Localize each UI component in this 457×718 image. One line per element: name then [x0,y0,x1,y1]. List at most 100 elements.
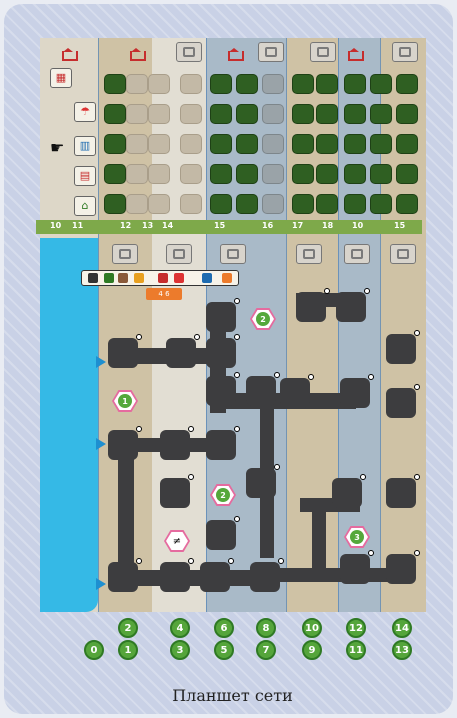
building-slot[interactable] [292,74,314,94]
road-tile[interactable] [386,554,416,584]
building-slot[interactable] [396,194,418,214]
road-tile[interactable] [200,562,230,592]
connector-dot [414,384,420,390]
building-slot[interactable] [104,164,126,184]
road-tile[interactable] [250,562,280,592]
sea-area [40,238,98,612]
building-slot[interactable] [370,74,392,94]
building-slot[interactable] [396,74,418,94]
building-slot[interactable] [262,74,284,94]
building-slot[interactable] [292,164,314,184]
connector-dot [234,516,240,522]
road-tile[interactable] [386,334,416,364]
building-slot[interactable] [396,104,418,124]
building-slot[interactable] [126,164,148,184]
building-slot[interactable] [180,134,202,154]
road-tile[interactable] [108,430,138,460]
building-slot[interactable] [210,104,232,124]
road-tile[interactable] [336,292,366,322]
building-slot[interactable] [370,164,392,184]
building-slot[interactable] [344,74,366,94]
building-slot[interactable] [148,74,170,94]
building-slot[interactable] [126,104,148,124]
building-slot[interactable] [316,104,338,124]
building-slot[interactable] [180,194,202,214]
person-token-icon [220,244,246,264]
road-tile[interactable] [296,292,326,322]
building-slot[interactable] [236,104,258,124]
building-slot[interactable] [316,164,338,184]
road-tile[interactable] [206,376,236,406]
building-slot[interactable] [370,134,392,154]
building-slot[interactable] [344,134,366,154]
building-slot[interactable] [126,194,148,214]
building-slot[interactable] [344,104,366,124]
road-tile[interactable] [160,430,190,460]
building-slot[interactable] [104,134,126,154]
building-slot[interactable] [180,104,202,124]
road-tile[interactable] [206,302,236,332]
building-slot[interactable] [262,164,284,184]
road-tile[interactable] [246,376,276,406]
building-slot[interactable] [316,194,338,214]
building-slot[interactable] [180,74,202,94]
road-tile[interactable] [166,338,196,368]
building-slot[interactable] [148,104,170,124]
building-slot[interactable] [370,194,392,214]
legend-icon [174,273,184,283]
building-slot[interactable] [104,194,126,214]
building-slot[interactable] [236,194,258,214]
road-tile[interactable] [160,562,190,592]
building-slot[interactable] [316,134,338,154]
building-slot[interactable] [316,74,338,94]
scale-label: 16 [262,221,273,230]
scale-label: 10 [50,221,61,230]
building-slot[interactable] [180,164,202,184]
building-slot[interactable] [210,164,232,184]
road-tile[interactable] [108,562,138,592]
sea-arrow-icon [96,438,106,450]
road-tile[interactable] [206,520,236,550]
building-slot[interactable] [210,194,232,214]
building-slot[interactable] [104,104,126,124]
connector-dot [278,558,284,564]
building-slot[interactable] [344,164,366,184]
road-tile[interactable] [206,430,236,460]
road-tile[interactable] [246,468,276,498]
building-slot[interactable] [396,134,418,154]
building-slot[interactable] [210,134,232,154]
road-tile[interactable] [280,378,310,408]
building-slot[interactable] [236,74,258,94]
road-tile[interactable] [340,554,370,584]
building-slot[interactable] [104,74,126,94]
building-slot[interactable] [370,104,392,124]
building-slot[interactable] [236,164,258,184]
building-slot[interactable] [262,104,284,124]
person-token-icon [296,244,322,264]
office-icon: ▥ [74,136,96,156]
track-coin: 11 [346,640,366,660]
road-tile[interactable] [340,378,370,408]
building-slot[interactable] [292,134,314,154]
road-tile[interactable] [386,388,416,418]
building-slot[interactable] [126,134,148,154]
building-slot[interactable] [292,104,314,124]
home-icon: ⌂ [74,196,96,216]
building-slot[interactable] [210,74,232,94]
building-slot[interactable] [126,74,148,94]
building-slot[interactable] [262,134,284,154]
building-slot[interactable] [236,134,258,154]
road-tile[interactable] [160,478,190,508]
building-slot[interactable] [396,164,418,184]
road-tile[interactable] [386,478,416,508]
network-icon [310,42,336,62]
road-tile[interactable] [206,338,236,368]
road-tile[interactable] [108,338,138,368]
building-slot[interactable] [292,194,314,214]
building-slot[interactable] [148,194,170,214]
building-slot[interactable] [344,194,366,214]
building-slot[interactable] [148,164,170,184]
road-tile[interactable] [332,478,362,508]
building-slot[interactable] [148,134,170,154]
building-slot[interactable] [262,194,284,214]
